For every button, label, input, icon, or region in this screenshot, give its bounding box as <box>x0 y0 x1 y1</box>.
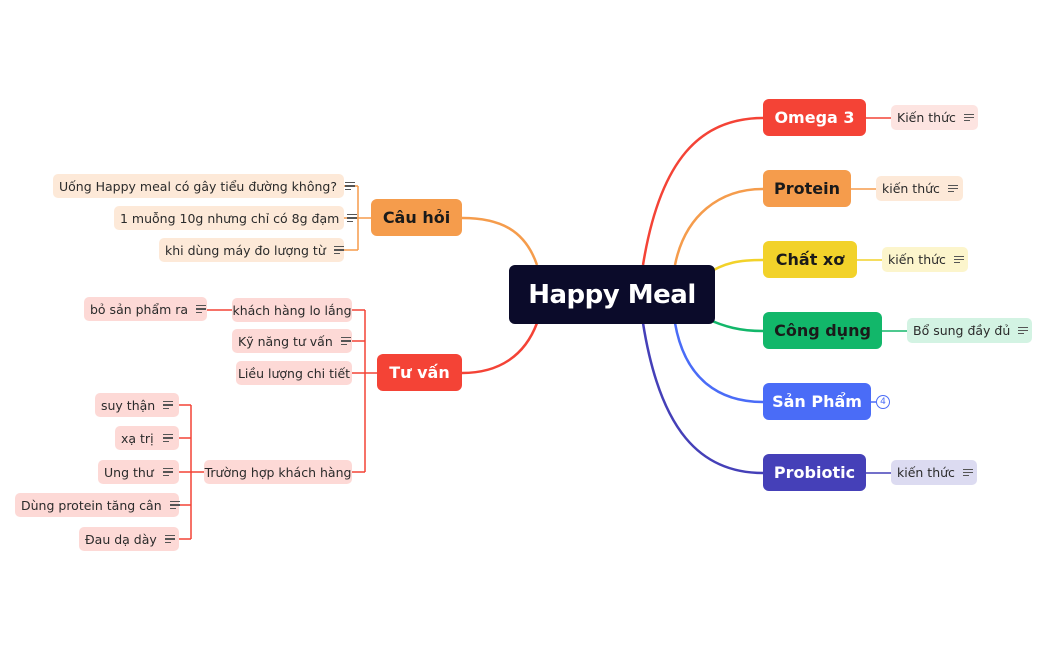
case-item[interactable]: Ung thư <box>98 460 179 484</box>
item-label: Trường hợp khách hàng <box>204 464 352 480</box>
notes-icon <box>962 468 973 477</box>
note-label: kiến thức <box>888 252 946 267</box>
note-label: Kiến thức <box>897 110 956 125</box>
item-label: Đau dạ dày <box>85 531 157 547</box>
note-omega3[interactable]: Kiến thức <box>891 105 978 130</box>
question-item[interactable]: 1 muỗng 10g nhưng chỉ có 8g đạm <box>114 206 358 230</box>
note-label: kiến thức <box>882 181 940 196</box>
notes-icon <box>164 535 175 543</box>
question-item[interactable]: Uống Happy meal có gây tiểu đường không? <box>53 174 355 198</box>
topic-protein[interactable]: Protein <box>763 170 851 207</box>
item-label: Ung thư <box>104 464 154 480</box>
item-label: Liều lượng chi tiết <box>237 365 351 381</box>
central-topic[interactable]: Happy Meal <box>509 265 715 324</box>
topic-probiotic[interactable]: Probiotic <box>763 454 866 491</box>
note-label: kiến thức <box>897 465 955 480</box>
notes-icon <box>196 305 207 313</box>
notes-icon <box>163 401 174 409</box>
case-item[interactable]: suy thận <box>95 393 179 417</box>
question-label: 1 muỗng 10g nhưng chỉ có 8g đạm <box>120 210 340 226</box>
child-item[interactable]: bỏ sản phẩm ra <box>84 297 207 321</box>
case-item[interactable]: xạ trị <box>115 426 179 450</box>
notes-icon <box>333 246 344 254</box>
notes-icon <box>947 184 958 193</box>
topic-chat-xo[interactable]: Chất xơ <box>763 241 857 278</box>
notes-icon <box>169 501 180 509</box>
item-label: suy thận <box>101 397 156 413</box>
topic-san-pham[interactable]: Sản Phẩm <box>763 383 871 420</box>
tuvan-item-truong-hop[interactable]: Trường hợp khách hàng <box>204 460 352 484</box>
tuvan-item-ky-nang[interactable]: Kỹ năng tư vấn <box>232 329 352 353</box>
collapsed-count-badge[interactable]: 4 <box>876 395 890 409</box>
note-chat-xo[interactable]: kiến thức <box>882 247 968 272</box>
topic-tu-van[interactable]: Tư vấn <box>377 354 462 391</box>
notes-icon <box>344 182 355 190</box>
item-label: khách hàng lo lắng <box>232 302 352 318</box>
note-cong-dung[interactable]: Bổ sung đầy đủ <box>907 318 1032 343</box>
note-probiotic[interactable]: kiến thức <box>891 460 977 485</box>
question-item[interactable]: khi dùng máy đo lượng từ <box>159 238 344 262</box>
notes-icon <box>163 434 173 442</box>
notes-icon <box>1018 326 1029 335</box>
item-label: xạ trị <box>121 430 154 446</box>
question-label: khi dùng máy đo lượng từ <box>165 242 326 258</box>
note-protein[interactable]: kiến thức <box>876 176 963 201</box>
case-item[interactable]: Đau dạ dày <box>79 527 179 551</box>
notes-icon <box>163 468 173 476</box>
notes-icon <box>340 337 351 345</box>
notes-icon <box>347 214 358 222</box>
notes-icon <box>953 255 964 264</box>
tuvan-item-khach-hang-lo-lang[interactable]: khách hàng lo lắng <box>232 298 352 322</box>
topic-cong-dung[interactable]: Công dụng <box>763 312 882 349</box>
question-label: Uống Happy meal có gây tiểu đường không? <box>59 178 337 194</box>
item-label: bỏ sản phẩm ra <box>90 301 189 317</box>
item-label: Dùng protein tăng cân <box>21 497 162 513</box>
note-label: Bổ sung đầy đủ <box>913 323 1011 338</box>
case-item[interactable]: Dùng protein tăng cân <box>15 493 180 517</box>
topic-cau-hoi[interactable]: Câu hỏi <box>371 199 462 236</box>
topic-omega3[interactable]: Omega 3 <box>763 99 866 136</box>
item-label: Kỹ năng tư vấn <box>238 333 333 349</box>
notes-icon <box>963 113 974 122</box>
tuvan-item-lieu-luong[interactable]: Liều lượng chi tiết <box>236 361 352 385</box>
